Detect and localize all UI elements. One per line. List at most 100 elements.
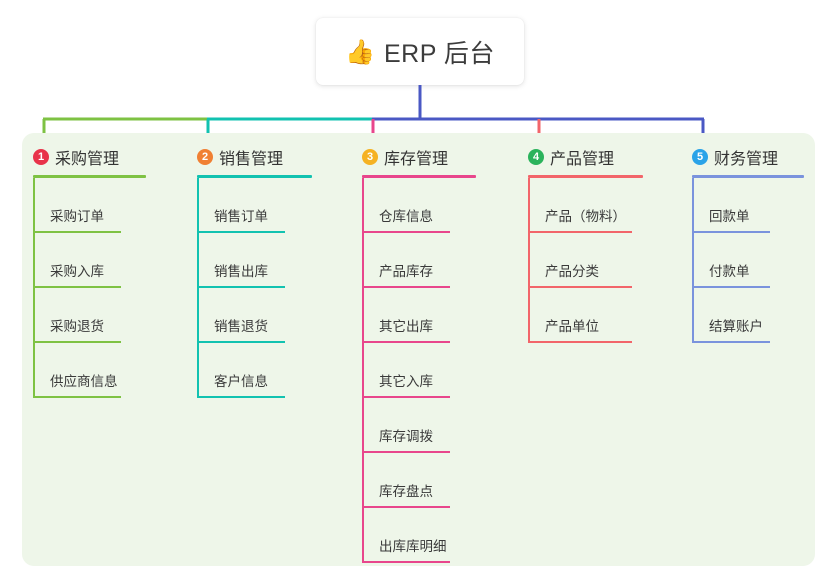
branch-number-badge: 1 — [33, 149, 49, 165]
branch-item-label: 供应商信息 — [50, 374, 118, 389]
branch-item-rule — [362, 341, 450, 343]
branch-item-list: 回款单付款单结算账户 — [681, 178, 804, 343]
branch-item-rule — [692, 341, 770, 343]
branch-item-label: 客户信息 — [214, 374, 268, 389]
branch-item-label: 出库库明细 — [379, 539, 447, 554]
branch-item[interactable]: 付款单 — [681, 233, 804, 288]
branch-item-rule — [362, 561, 450, 563]
branch-title: 财务管理 — [714, 151, 779, 168]
branch-spine — [692, 178, 694, 343]
branch-item-rule — [197, 396, 285, 398]
branch-column-1: 1 采购管理采购订单采购入库采购退货供应商信息 — [22, 146, 146, 398]
branch-item-rule — [528, 231, 632, 233]
branch-item[interactable]: 库存盘点 — [351, 453, 476, 508]
branch-item-label: 产品分类 — [545, 264, 599, 279]
branch-item-label: 销售出库 — [214, 264, 268, 279]
branch-item[interactable]: 采购订单 — [22, 178, 146, 233]
branch-item-rule — [197, 341, 285, 343]
branch-item[interactable]: 仓库信息 — [351, 178, 476, 233]
branch-item-label: 付款单 — [709, 264, 750, 279]
branch-item-label: 回款单 — [709, 209, 750, 224]
branch-column-3: 3 库存管理仓库信息产品库存其它出库其它入库库存调拨库存盘点出库库明细 — [351, 146, 476, 563]
branch-number-badge: 4 — [528, 149, 544, 165]
branch-item-label: 库存调拨 — [379, 429, 433, 444]
branch-item-rule — [197, 231, 285, 233]
branch-spine — [33, 178, 35, 398]
branch-header-rule — [33, 175, 146, 178]
branch-item[interactable]: 采购退货 — [22, 288, 146, 343]
branch-item-rule — [362, 396, 450, 398]
branch-column-4: 4 产品管理产品（物料） 产品分类产品单位 — [517, 146, 643, 343]
branch-item[interactable]: 其它入库 — [351, 343, 476, 398]
branch-item[interactable]: 其它出库 — [351, 288, 476, 343]
branch-item-label: 产品库存 — [379, 264, 433, 279]
branch-header-4[interactable]: 4 产品管理 — [517, 146, 643, 168]
branch-header-rule — [362, 175, 476, 178]
branch-item-rule — [692, 286, 770, 288]
branch-number-badge: 2 — [197, 149, 213, 165]
branch-number-badge: 5 — [692, 149, 708, 165]
thumbs-up-icon: 👍 — [345, 38, 375, 66]
branch-item[interactable]: 销售出库 — [186, 233, 312, 288]
branch-item-rule — [528, 341, 632, 343]
branch-item-rule — [197, 286, 285, 288]
branch-item-list: 销售订单销售出库销售退货客户信息 — [186, 178, 312, 398]
branch-item-rule — [362, 286, 450, 288]
branch-item-rule — [33, 396, 121, 398]
branch-item-label: 其它出库 — [379, 319, 433, 334]
branch-header-rule — [528, 175, 643, 178]
branch-title: 库存管理 — [384, 151, 449, 168]
branch-item[interactable]: 采购入库 — [22, 233, 146, 288]
branch-item-label: 产品（物料） — [545, 209, 626, 224]
branch-item-rule — [692, 231, 770, 233]
branch-item-label: 仓库信息 — [379, 209, 433, 224]
branch-item[interactable]: 出库库明细 — [351, 508, 476, 563]
branch-item-list: 仓库信息产品库存其它出库其它入库库存调拨库存盘点出库库明细 — [351, 178, 476, 563]
branch-item[interactable]: 回款单 — [681, 178, 804, 233]
branch-item-label: 其它入库 — [379, 374, 433, 389]
branch-item-rule — [362, 506, 450, 508]
root-node[interactable]: 👍 ERP 后台 — [316, 18, 524, 85]
branch-spine — [197, 178, 199, 398]
branch-header-3[interactable]: 3 库存管理 — [351, 146, 476, 168]
branch-item-rule — [33, 341, 121, 343]
branch-item[interactable]: 结算账户 — [681, 288, 804, 343]
branch-header-1[interactable]: 1 采购管理 — [22, 146, 146, 168]
branch-item-label: 库存盘点 — [379, 484, 433, 499]
branch-item-rule — [33, 231, 121, 233]
branch-item-label: 结算账户 — [709, 319, 763, 334]
branch-item[interactable]: 客户信息 — [186, 343, 312, 398]
branch-item-label: 销售退货 — [214, 319, 268, 334]
branch-header-rule — [692, 175, 804, 178]
branch-spine — [362, 178, 364, 563]
branch-item[interactable]: 库存调拨 — [351, 398, 476, 453]
branch-item[interactable]: 供应商信息 — [22, 343, 146, 398]
branch-item-list: 采购订单采购入库采购退货供应商信息 — [22, 178, 146, 398]
branch-spine — [528, 178, 530, 343]
branch-item-rule — [33, 286, 121, 288]
branch-item-rule — [362, 451, 450, 453]
branch-item-label: 销售订单 — [214, 209, 268, 224]
branch-item-list: 产品（物料） 产品分类产品单位 — [517, 178, 643, 343]
branch-item[interactable]: 产品单位 — [517, 288, 643, 343]
branch-item[interactable]: 产品分类 — [517, 233, 643, 288]
branch-item-rule — [528, 286, 632, 288]
branch-panel — [22, 133, 815, 566]
branch-title: 产品管理 — [550, 151, 615, 168]
branch-item-label: 采购订单 — [50, 209, 104, 224]
branch-number-badge: 3 — [362, 149, 378, 165]
branch-item-label: 采购入库 — [50, 264, 104, 279]
branch-item[interactable]: 产品（物料） — [517, 178, 643, 233]
branch-item[interactable]: 销售订单 — [186, 178, 312, 233]
branch-header-5[interactable]: 5 财务管理 — [681, 146, 804, 168]
branch-item-label: 产品单位 — [545, 319, 599, 334]
page-title: ERP 后台 — [383, 39, 495, 68]
branch-item-rule — [362, 231, 450, 233]
branch-item[interactable]: 产品库存 — [351, 233, 476, 288]
branch-item[interactable]: 销售退货 — [186, 288, 312, 343]
branch-title: 采购管理 — [55, 151, 120, 168]
branch-header-rule — [197, 175, 312, 178]
